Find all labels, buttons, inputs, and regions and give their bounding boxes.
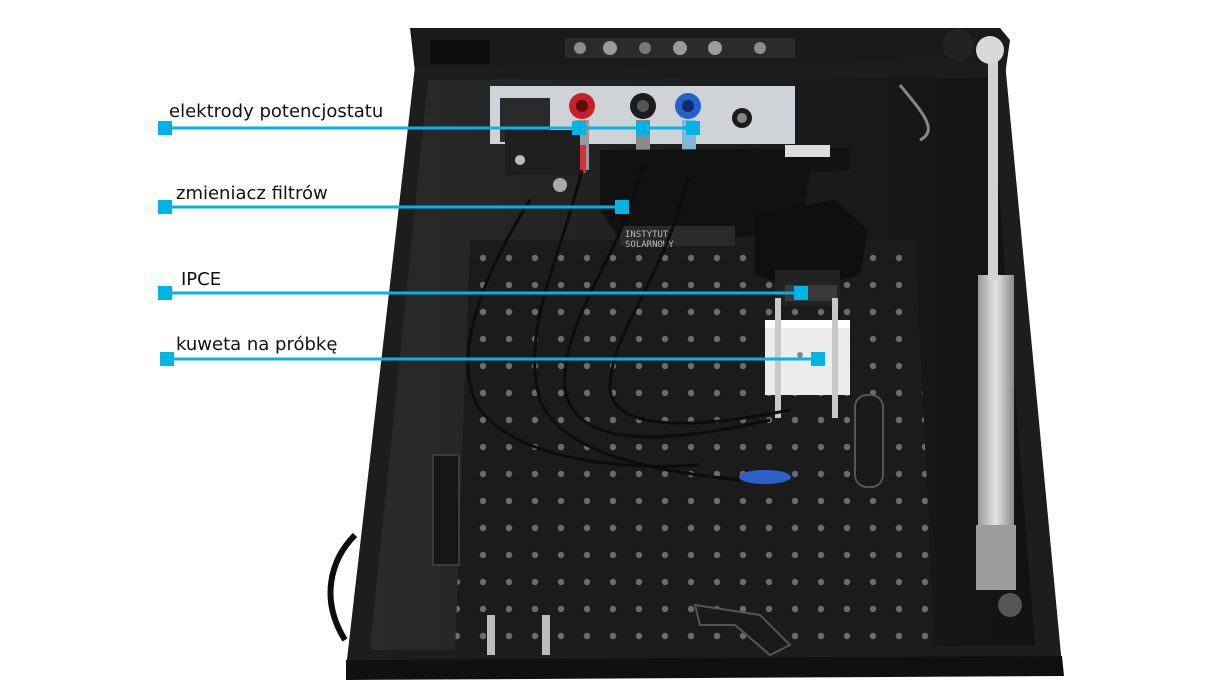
cables xyxy=(466,164,791,482)
callout-marker-cuvette-end xyxy=(811,352,825,366)
left-bracket xyxy=(432,454,460,566)
blue-clip xyxy=(739,470,791,484)
callouts xyxy=(158,121,825,366)
callout-marker-electrodes-red xyxy=(572,121,586,135)
post-2 xyxy=(542,615,550,655)
label-filter-changer: zmieniacz filtrów xyxy=(176,183,328,204)
post-1 xyxy=(487,615,495,655)
slotted-mount-bottom xyxy=(693,603,792,657)
latch-wire xyxy=(898,84,930,142)
plate-text-line-2: SOLARNOWY xyxy=(625,240,674,250)
callout-marker-filter-start xyxy=(158,200,172,214)
hinge xyxy=(942,29,974,61)
callout-marker-filter-end xyxy=(615,200,629,214)
power-cable xyxy=(327,532,358,642)
plate-text-line-1: INSTYTUT xyxy=(625,230,669,240)
callout-marker-ipce-start xyxy=(158,286,172,300)
callout-marker-electrodes-black xyxy=(636,121,650,135)
label-ipce: IPCE xyxy=(181,269,222,290)
gas-strut xyxy=(976,36,1022,617)
enclosure-box xyxy=(346,62,1064,680)
slotted-mount-right xyxy=(854,394,884,488)
callout-marker-ipce-end xyxy=(794,286,808,300)
callout-marker-cuvette-start xyxy=(160,352,174,366)
enclosure-lid xyxy=(410,28,1010,75)
label-cuvette: kuweta na próbkę xyxy=(176,334,338,355)
callout-marker-electrodes-blue xyxy=(686,121,700,135)
callout-marker-electrodes-start xyxy=(158,121,172,135)
label-electrodes: elektrody potencjostatu xyxy=(169,101,384,122)
